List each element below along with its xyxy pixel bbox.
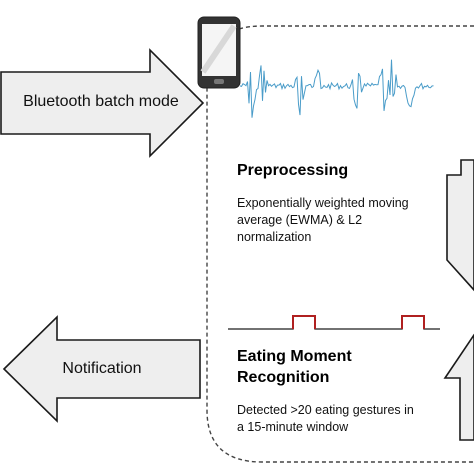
description-line: normalization — [237, 230, 312, 244]
preprocessing-description: Exponentially weighted moving average (E… — [237, 195, 437, 246]
recognition-title: Eating Moment Recognition — [237, 346, 352, 388]
input-arrow-label: Bluetooth batch mode — [23, 93, 179, 110]
signal-trace — [239, 59, 434, 118]
description-line: average (EWMA) & L2 — [237, 213, 363, 227]
title-line: Recognition — [237, 369, 330, 386]
output-arrow-label: Notification — [62, 360, 142, 377]
recognition-description: Detected >20 eating gestures in a 15-min… — [237, 402, 442, 436]
detection-pulse-line — [228, 315, 440, 330]
right-arrow-up — [443, 333, 474, 441]
title-line: Eating Moment — [237, 348, 352, 365]
pipeline-container — [206, 25, 474, 463]
preprocessing-title: Preprocessing — [237, 162, 349, 179]
smartphone-icon — [197, 16, 241, 89]
description-line: Detected >20 eating gestures in — [237, 403, 414, 417]
description-line: Exponentially weighted moving — [237, 196, 409, 210]
input-arrow — [0, 48, 205, 158]
right-arrow-down — [446, 159, 474, 292]
output-arrow — [2, 315, 201, 423]
description-line: a 15-minute window — [237, 420, 349, 434]
sensor-signal-waveform — [239, 59, 434, 118]
